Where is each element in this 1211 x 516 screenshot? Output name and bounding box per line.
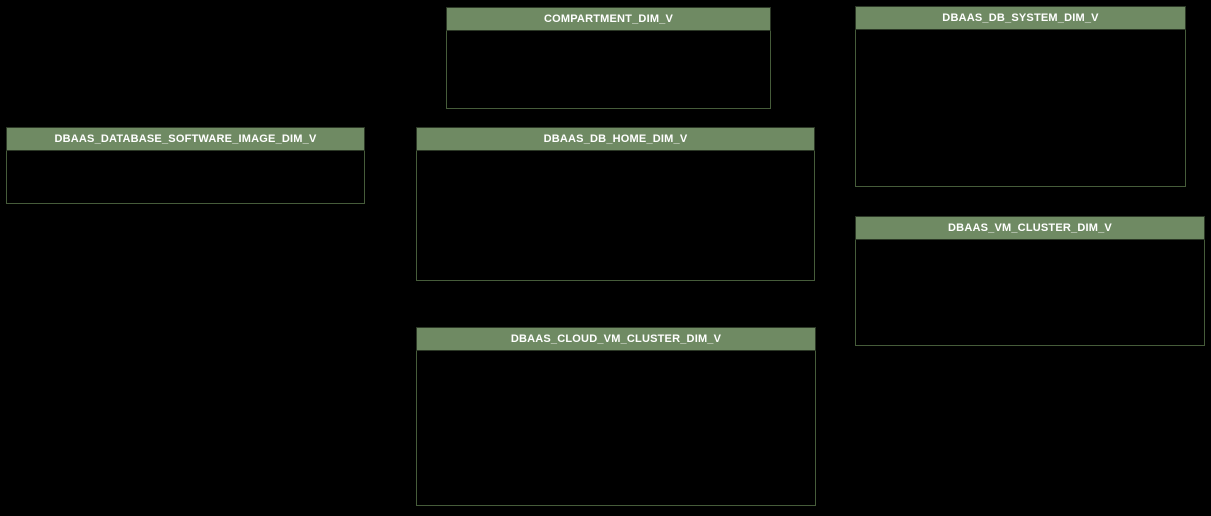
entity-body (6, 151, 365, 204)
entity-header: DBAAS_DATABASE_SOFTWARE_IMAGE_DIM_V (6, 127, 365, 151)
entity-title: DBAAS_DB_SYSTEM_DIM_V (942, 12, 1099, 24)
entity-title: DBAAS_VM_CLUSTER_DIM_V (948, 222, 1112, 234)
entity-header: DBAAS_CLOUD_VM_CLUSTER_DIM_V (416, 327, 816, 351)
entity-dbaas-vm-cluster-dim-v[interactable]: DBAAS_VM_CLUSTER_DIM_V (855, 216, 1205, 346)
entity-header: COMPARTMENT_DIM_V (446, 7, 771, 31)
entity-dbaas-database-software-image-dim-v[interactable]: DBAAS_DATABASE_SOFTWARE_IMAGE_DIM_V (6, 127, 365, 204)
entity-header: DBAAS_DB_SYSTEM_DIM_V (855, 6, 1186, 30)
entity-title: COMPARTMENT_DIM_V (543, 13, 674, 25)
entity-dbaas-db-home-dim-v[interactable]: DBAAS_DB_HOME_DIM_V (416, 127, 815, 281)
entity-header: DBAAS_VM_CLUSTER_DIM_V (855, 216, 1205, 240)
entity-body (416, 151, 815, 281)
entity-dbaas-cloud-vm-cluster-dim-v[interactable]: DBAAS_CLOUD_VM_CLUSTER_DIM_V (416, 327, 816, 506)
entity-body (446, 31, 771, 109)
entity-header: DBAAS_DB_HOME_DIM_V (416, 127, 815, 151)
entity-dbaas-db-system-dim-v[interactable]: DBAAS_DB_SYSTEM_DIM_V (855, 6, 1186, 187)
entity-title: DBAAS_DATABASE_SOFTWARE_IMAGE_DIM_V (54, 133, 317, 145)
entity-body (855, 30, 1186, 187)
entity-compartment-dim-v[interactable]: COMPARTMENT_DIM_V (446, 7, 771, 109)
entity-title: DBAAS_CLOUD_VM_CLUSTER_DIM_V (510, 333, 722, 345)
entity-body (416, 351, 816, 506)
entity-title: DBAAS_DB_HOME_DIM_V (543, 133, 688, 145)
entity-body (855, 240, 1205, 346)
